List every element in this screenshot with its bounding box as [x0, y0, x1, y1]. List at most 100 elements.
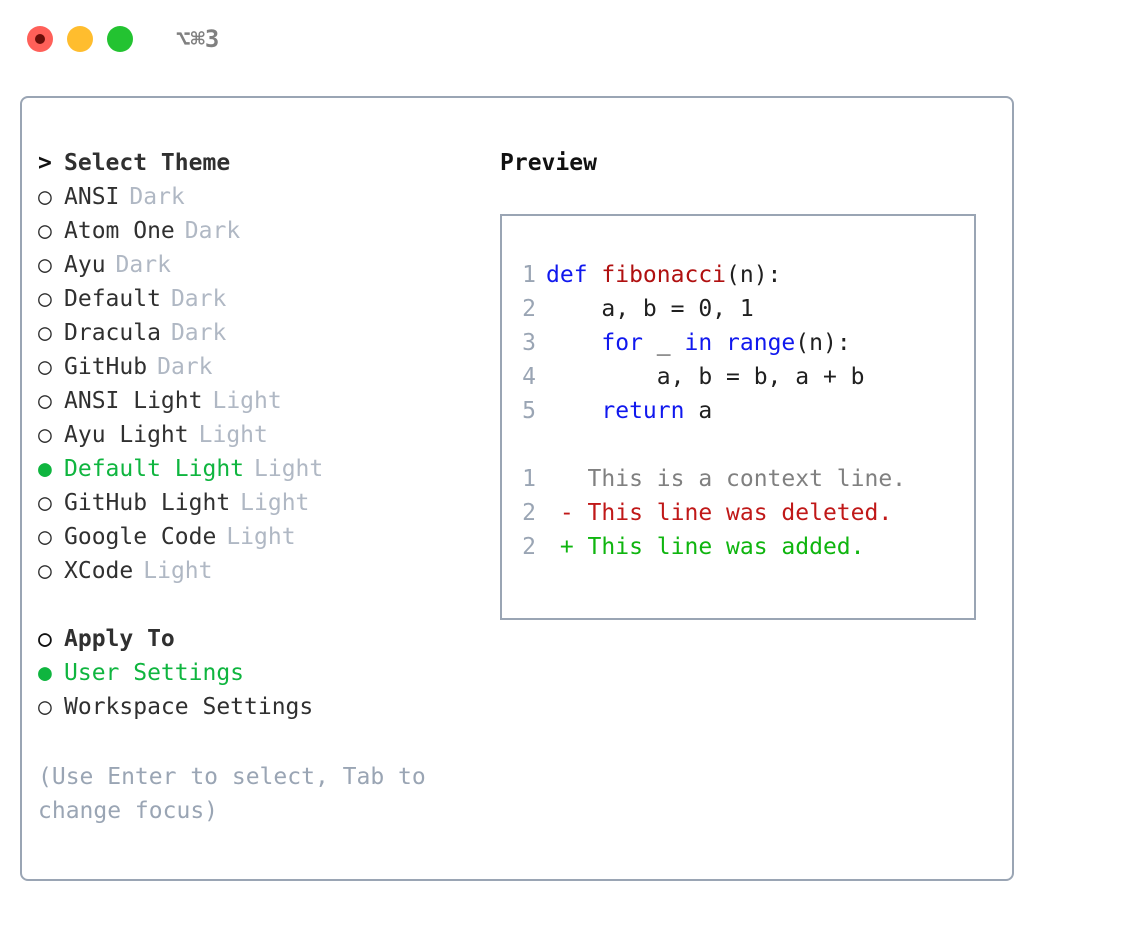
theme-variant-tag: Dark [184, 218, 241, 244]
theme-list-item[interactable]: ○ XCode Light [38, 554, 478, 588]
theme-list-item[interactable]: ○ Atom One Dark [38, 214, 478, 248]
close-button[interactable] [27, 26, 53, 52]
line-number: 4 [522, 364, 536, 390]
radio-unselected-icon[interactable]: ○ [38, 524, 52, 550]
code-line: 2 a, b = 0, 1 [502, 292, 974, 326]
code-token [546, 330, 601, 356]
line-number: 2 [522, 534, 536, 560]
apply-to-header: ○ Apply To [38, 622, 478, 656]
maximize-button[interactable] [107, 26, 133, 52]
code-diff-spacer [502, 428, 974, 462]
code-token: for [601, 330, 643, 356]
code-token: (n): [795, 330, 851, 356]
radio-unselected-icon[interactable]: ○ [38, 184, 52, 210]
radio-unselected-icon[interactable]: ○ [38, 694, 52, 720]
radio-selected-icon[interactable]: ● [38, 456, 52, 482]
code-token: in [684, 330, 713, 356]
code-token: a, b = b, a + b [546, 364, 865, 390]
preview-title: Preview [500, 150, 597, 176]
diff-line-text: + This line was added. [546, 534, 865, 560]
code-token: return [601, 398, 685, 424]
code-token: _ [642, 330, 685, 356]
line-number: 1 [522, 262, 536, 288]
line-number: 3 [522, 330, 536, 356]
theme-variant-tag: Dark [129, 184, 185, 210]
code-token [712, 330, 726, 356]
theme-name: Default Light [64, 456, 245, 482]
theme-name: Dracula [64, 320, 161, 346]
radio-unselected-icon[interactable]: ○ [38, 422, 52, 448]
window-title: ⌥⌘3 [176, 25, 220, 53]
diff-line-text: - This line was deleted. [546, 500, 893, 526]
apply-to-header-marker: ○ [38, 626, 52, 652]
theme-list-item[interactable]: ○ Google Code Light [38, 520, 478, 554]
theme-variant-tag: Light [143, 558, 213, 584]
radio-unselected-icon[interactable]: ○ [38, 286, 52, 312]
apply-to-list: ● User Settings ○ Workspace Settings [38, 656, 478, 724]
cursor-icon: > [38, 150, 52, 176]
theme-name: XCode [64, 558, 134, 584]
theme-picker-header-label: Select Theme [64, 150, 231, 176]
line-number: 5 [522, 398, 536, 424]
theme-list-item[interactable]: ● Default Light Light [38, 452, 478, 486]
code-token: fibonacci [601, 262, 727, 288]
theme-list-item[interactable]: ○ Dracula Dark [38, 316, 478, 350]
code-token: a, b = 0, 1 [546, 296, 754, 322]
list-spacer [38, 588, 478, 622]
theme-variant-tag: Light [254, 456, 324, 482]
title-bar: ⌥⌘3 [0, 0, 1140, 78]
theme-list-item[interactable]: ○ ANSI Light Light [38, 384, 478, 418]
theme-variant-tag: Light [226, 524, 296, 550]
minimize-button[interactable] [67, 26, 93, 52]
code-line-text: def fibonacci(n): [546, 258, 781, 292]
apply-to-item[interactable]: ○ Workspace Settings [38, 690, 478, 724]
diff-sample: 1 This is a context line.2 - This line w… [502, 462, 974, 564]
theme-name: GitHub [64, 354, 148, 380]
theme-name: Ayu Light [64, 422, 189, 448]
code-line: 3 for _ in range(n): [502, 326, 974, 360]
theme-list-item[interactable]: ○ Ayu Dark [38, 248, 478, 282]
code-token: def [546, 262, 602, 288]
theme-variant-tag: Light [212, 388, 282, 414]
theme-name: Atom One [64, 218, 175, 244]
radio-unselected-icon[interactable]: ○ [38, 218, 52, 244]
apply-to-label: User Settings [64, 660, 245, 686]
theme-name: Ayu [64, 252, 106, 278]
code-line: 1 def fibonacci(n): [502, 258, 974, 292]
code-line-text: a, b = 0, 1 [546, 292, 754, 326]
code-line-text: a, b = b, a + b [546, 360, 865, 394]
code-line-text: for _ in range(n): [546, 326, 851, 360]
apply-to-label: Workspace Settings [64, 694, 314, 720]
radio-selected-icon[interactable]: ● [38, 660, 52, 686]
keyboard-hint: (Use Enter to select, Tab to change focu… [38, 764, 426, 824]
code-line: 4 a, b = b, a + b [502, 360, 974, 394]
radio-unselected-icon[interactable]: ○ [38, 320, 52, 346]
radio-unselected-icon[interactable]: ○ [38, 558, 52, 584]
code-token: range [726, 330, 796, 356]
theme-name: Google Code [64, 524, 217, 550]
radio-unselected-icon[interactable]: ○ [38, 388, 52, 414]
code-token [546, 398, 601, 424]
theme-variant-tag: Dark [115, 252, 171, 278]
apply-to-header-label: Apply To [64, 626, 175, 652]
theme-variant-tag: Light [240, 490, 310, 516]
radio-unselected-icon[interactable]: ○ [38, 252, 52, 278]
theme-name: ANSI Light [64, 388, 203, 414]
theme-picker-header: > Select Theme [38, 146, 478, 180]
apply-to-item[interactable]: ● User Settings [38, 656, 478, 690]
radio-unselected-icon[interactable]: ○ [38, 354, 52, 380]
theme-variant-tag: Dark [170, 320, 227, 346]
code-token: (n): [726, 262, 782, 288]
code-token: a [684, 398, 713, 424]
radio-unselected-icon[interactable]: ○ [38, 490, 52, 516]
